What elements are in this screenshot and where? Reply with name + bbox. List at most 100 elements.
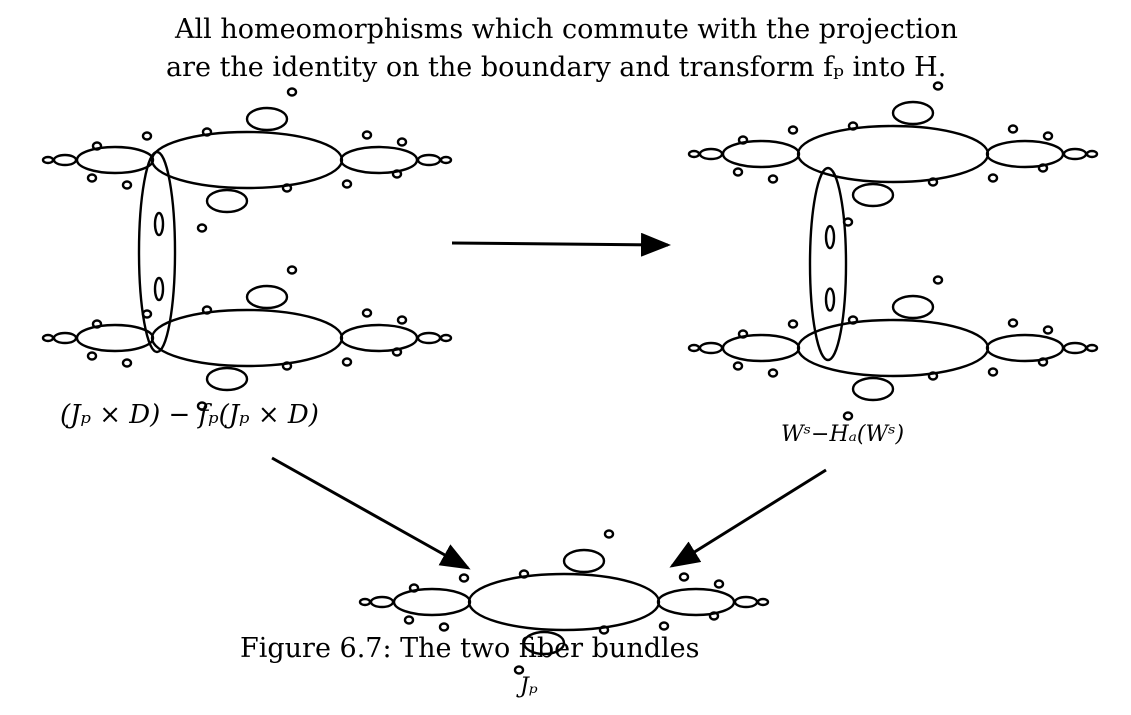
julia-left-tip — [369, 595, 395, 609]
julia-right-tip — [1062, 147, 1088, 161]
julia-bud — [787, 125, 799, 135]
julia-right-tip — [733, 595, 759, 609]
julia-bud — [121, 180, 133, 190]
julia-right-lobe — [339, 323, 419, 353]
julia-right-bottom — [687, 275, 1099, 421]
julia-main-lobe — [150, 130, 344, 190]
julia-right-tip — [439, 155, 453, 165]
julia-bud — [658, 621, 670, 631]
julia-right-top — [687, 81, 1099, 227]
julia-bud — [341, 357, 353, 367]
julia-bud — [603, 529, 615, 539]
fiber-right — [808, 166, 848, 362]
julia-bud — [927, 177, 939, 187]
header-line-1: All homeomorphisms which commute with th… — [175, 14, 958, 45]
julia-bud — [847, 121, 859, 131]
julia-upper-bud — [245, 106, 289, 132]
fiber-hole — [824, 287, 836, 312]
julia-left-tip — [52, 331, 78, 345]
julia-upper-bud — [245, 284, 289, 310]
julia-bud — [391, 169, 403, 179]
julia-bud — [91, 141, 103, 151]
julia-bud — [361, 308, 373, 318]
julia-bud — [403, 615, 415, 625]
julia-right-tip — [439, 333, 453, 343]
julia-bud — [1007, 124, 1019, 134]
arrow-left-projection — [271, 456, 471, 570]
julia-bud — [598, 625, 610, 635]
julia-left-top — [41, 87, 453, 233]
julia-bud — [286, 265, 298, 275]
julia-bud — [86, 351, 98, 361]
fiber-hole — [153, 276, 165, 302]
julia-left-tip — [698, 147, 724, 161]
julia-main-lobe — [796, 318, 990, 378]
julia-main-lobe — [150, 308, 344, 368]
julia-main-lobe — [796, 124, 990, 184]
julia-bud — [847, 315, 859, 325]
julia-bud — [732, 361, 744, 371]
julia-left-tip — [358, 597, 372, 607]
julia-left-tip — [698, 341, 724, 355]
julia-left-lobe — [392, 587, 472, 617]
julia-bud — [737, 135, 749, 145]
header-line-2: are the identity on the boundary and tra… — [166, 52, 947, 83]
julia-bud — [518, 569, 530, 579]
left-space-label: (Jₚ × D) − fₚ(Jₚ × D) — [60, 400, 319, 430]
julia-right-tip — [1085, 149, 1099, 159]
fiber-hole — [153, 211, 165, 237]
figure-caption: Figure 6.7: The two fiber bundles — [240, 633, 700, 664]
julia-upper-bud — [891, 100, 935, 126]
julia-left-tip — [41, 155, 55, 165]
julia-bud — [732, 167, 744, 177]
arrow-right-projection — [669, 468, 827, 568]
julia-bud — [396, 315, 408, 325]
julia-bud — [678, 572, 690, 582]
julia-right-lobe — [985, 139, 1065, 169]
julia-bud — [737, 329, 749, 339]
julia-bud — [341, 179, 353, 189]
julia-bud — [713, 579, 725, 589]
julia-lower-bud — [851, 182, 895, 208]
julia-bud — [391, 347, 403, 357]
julia-bud — [1007, 318, 1019, 328]
julia-left-bottom — [41, 265, 453, 411]
julia-left-tip — [41, 333, 55, 343]
julia-left-lobe — [721, 139, 801, 169]
julia-lower-bud — [205, 188, 249, 214]
julia-bud — [987, 173, 999, 183]
julia-bud — [1037, 357, 1049, 367]
julia-bud — [927, 371, 939, 381]
julia-main-lobe — [467, 572, 661, 632]
julia-lower-bud — [851, 376, 895, 402]
julia-lower-bud — [522, 630, 566, 656]
julia-bud — [396, 137, 408, 147]
julia-bud — [91, 319, 103, 329]
julia-bud — [787, 319, 799, 329]
julia-bud — [842, 411, 854, 421]
julia-base — [358, 529, 770, 675]
julia-bud — [196, 401, 208, 411]
julia-right-lobe — [656, 587, 736, 617]
julia-left-lobe — [721, 333, 801, 363]
julia-upper-bud — [891, 294, 935, 320]
julia-left-tip — [52, 153, 78, 167]
julia-bud — [408, 583, 420, 593]
arrow-homeomorphism — [451, 232, 671, 257]
julia-left-tip — [687, 149, 701, 159]
julia-bud — [767, 174, 779, 184]
julia-right-tip — [1085, 343, 1099, 353]
julia-bud — [1042, 131, 1054, 141]
julia-right-tip — [416, 153, 442, 167]
julia-bud — [286, 87, 298, 97]
julia-bud — [361, 130, 373, 140]
fiber-hole — [824, 224, 836, 250]
julia-left-lobe — [75, 323, 155, 353]
julia-lower-bud — [205, 366, 249, 392]
julia-bud — [281, 183, 293, 193]
julia-bud — [932, 81, 944, 91]
julia-bud — [1042, 325, 1054, 335]
julia-bud — [932, 275, 944, 285]
julia-bud — [708, 611, 720, 621]
